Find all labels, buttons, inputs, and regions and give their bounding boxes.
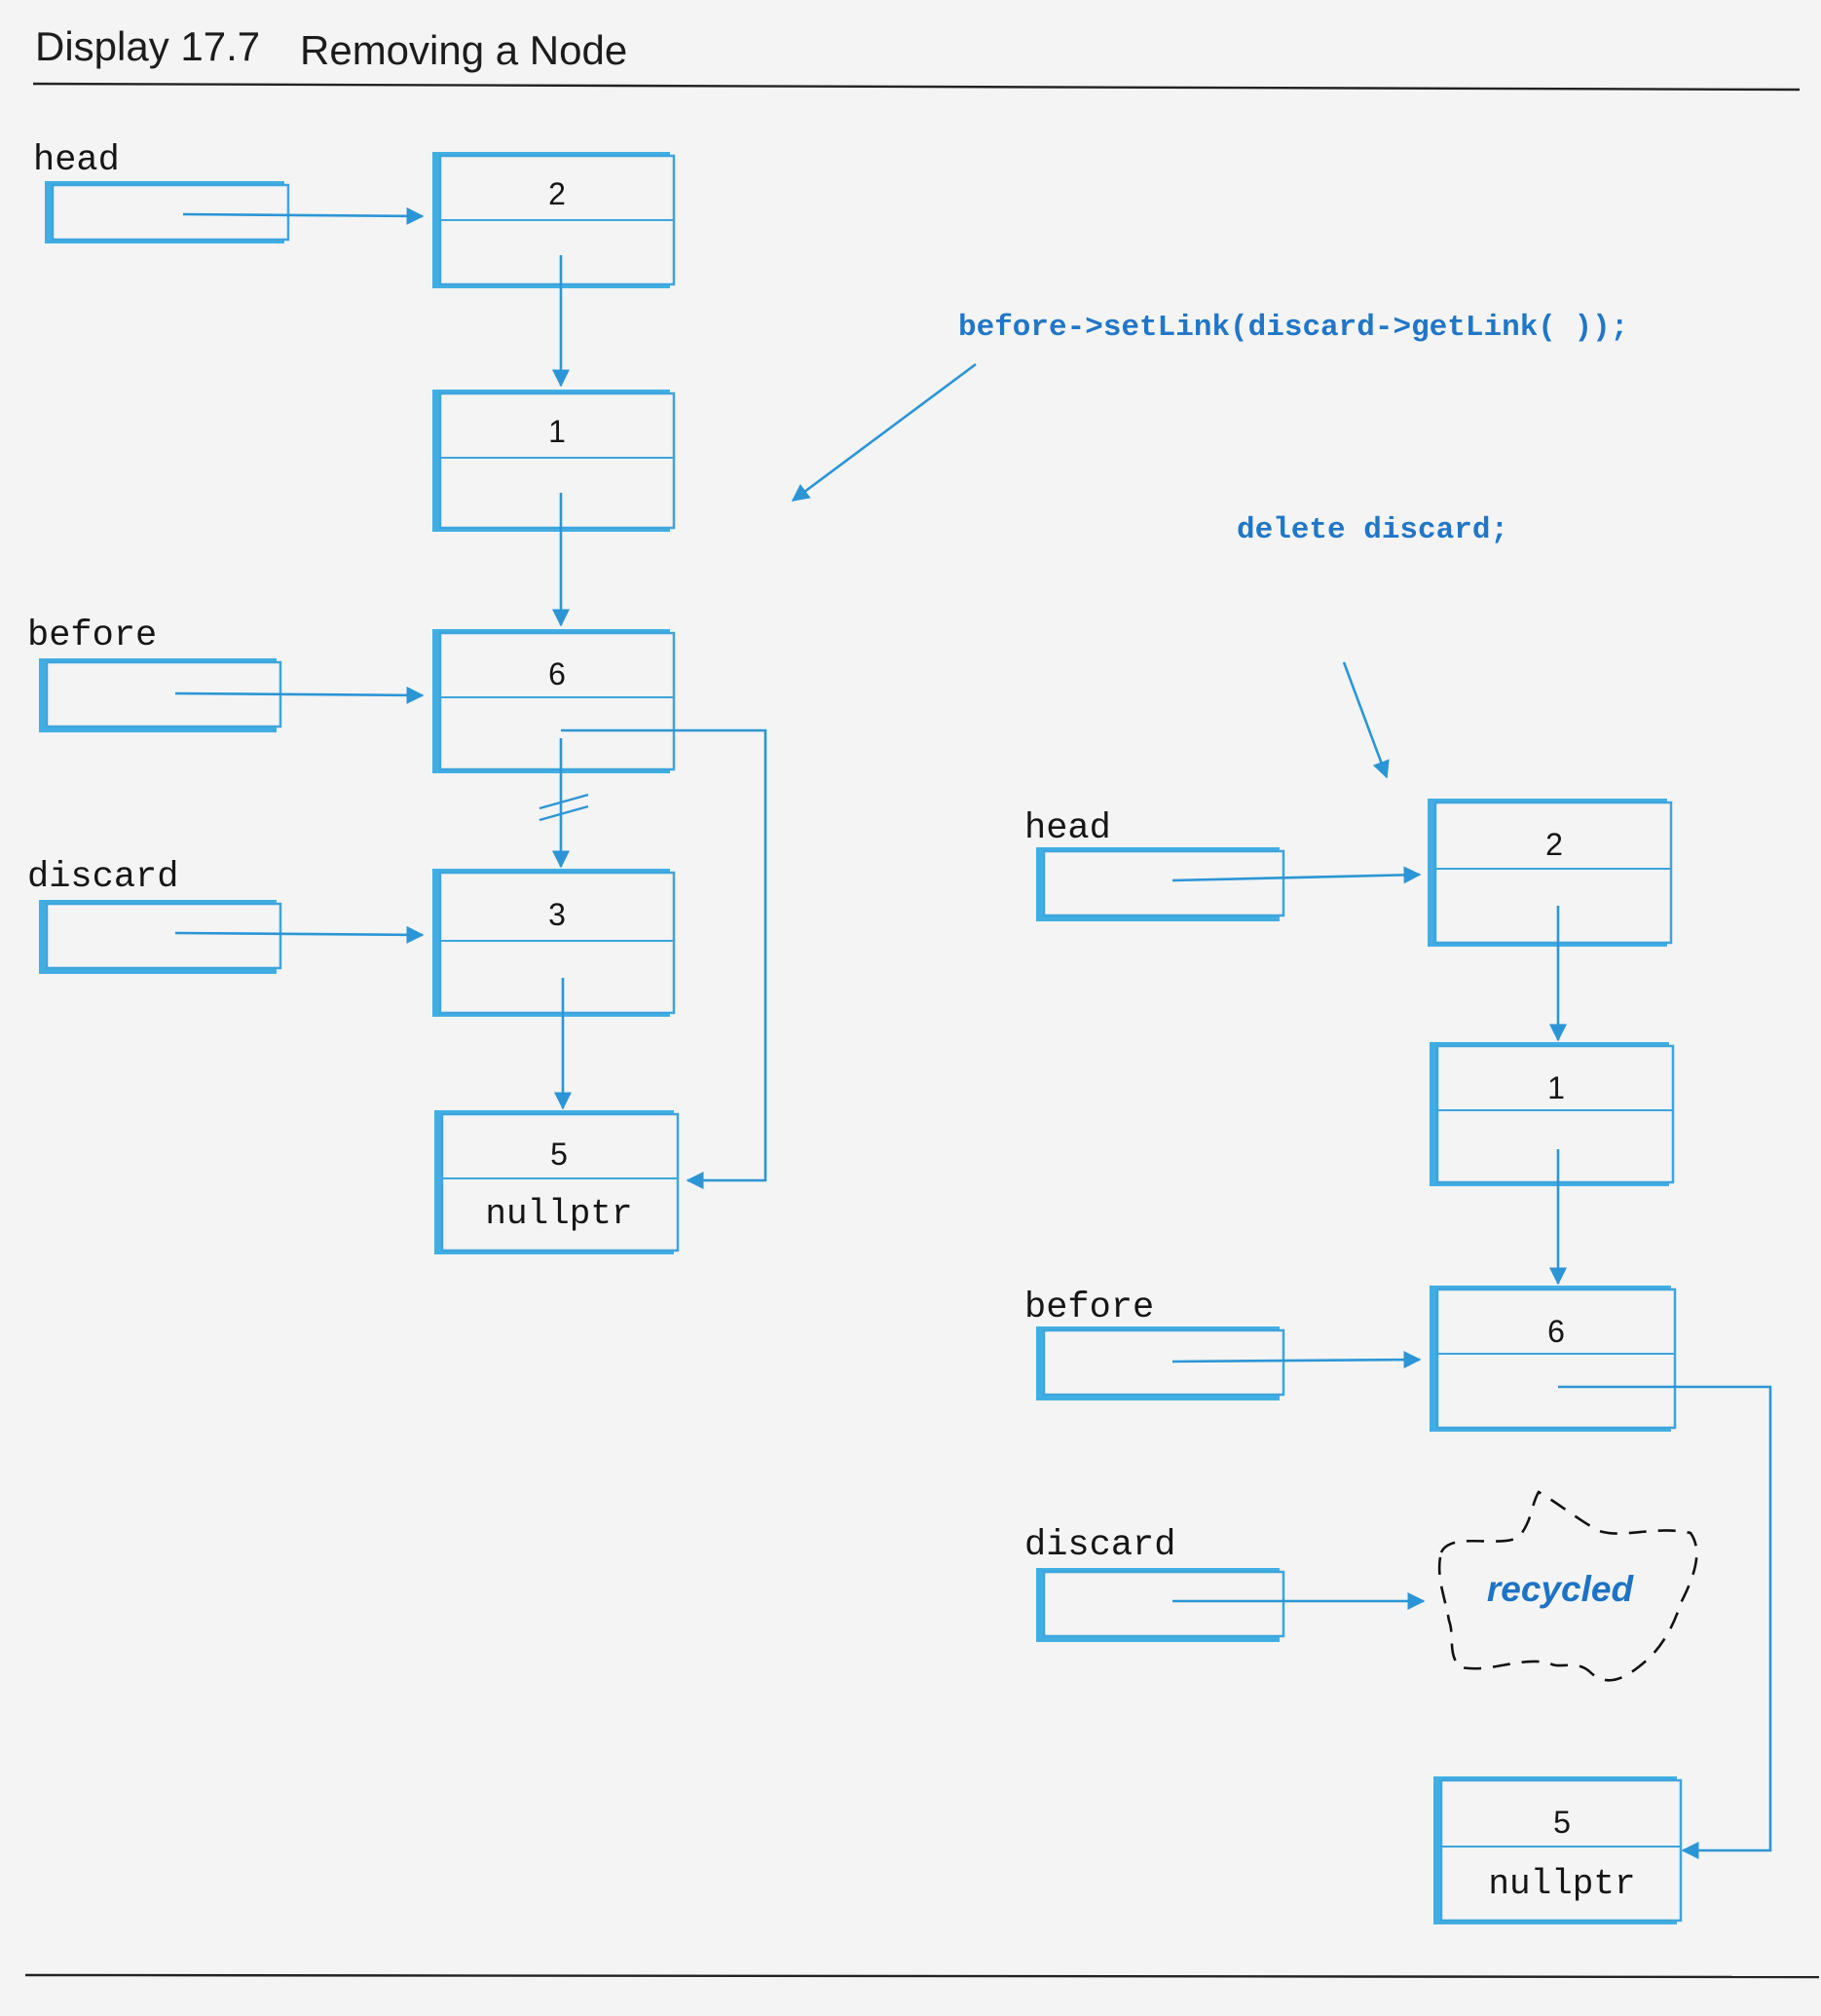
delete-statement: delete discard;	[1237, 513, 1508, 547]
head-pointer-box	[1036, 847, 1285, 921]
node-6: 6	[432, 629, 676, 773]
left-diagram: head 2 1 before	[27, 140, 767, 1254]
discard-label: discard	[1024, 1525, 1175, 1566]
recycled-label: recycled	[1487, 1569, 1635, 1609]
node-data: 1	[548, 414, 566, 449]
bypass-link-arrow	[1558, 1385, 1772, 1859]
before-pointer-box	[1036, 1326, 1285, 1400]
discard-label: discard	[27, 857, 178, 898]
node-data: 6	[1547, 1314, 1565, 1349]
title-rule	[32, 82, 1801, 92]
discard-arrow	[174, 925, 425, 944]
head-arrow	[1171, 866, 1422, 884]
discard-pointer-box	[1036, 1568, 1285, 1642]
discard-pointer-box	[39, 900, 282, 974]
before-label: before	[1024, 1288, 1154, 1328]
node-data: 1	[1547, 1070, 1565, 1105]
node-data: 2	[1545, 827, 1563, 862]
node-1: 1	[1430, 1042, 1675, 1186]
node-1: 1	[432, 390, 676, 532]
node-2: 2	[432, 152, 676, 288]
delete-pointer-arrow	[1342, 661, 1390, 779]
before-arrow	[174, 686, 425, 704]
node-data: 3	[548, 897, 566, 932]
before-label: before	[27, 616, 157, 656]
head-label: head	[1024, 808, 1111, 849]
head-arrow	[182, 206, 425, 225]
setlink-pointer-arrow	[791, 362, 977, 503]
bottom-rule	[24, 1973, 1820, 1979]
right-diagram: head 2 1 before	[1024, 799, 1772, 1924]
node-6: 6	[1430, 1286, 1677, 1432]
bypass-link-arrow	[561, 728, 767, 1189]
nullptr-text: nullptr	[485, 1194, 632, 1234]
nullptr-text: nullptr	[1488, 1864, 1635, 1904]
display-number: Display 17.7	[35, 23, 260, 69]
node-data: 6	[548, 656, 566, 691]
recycled-cloud: recycled	[1437, 1490, 1698, 1682]
break-mark	[539, 793, 589, 810]
node-5: 5 nullptr	[434, 1110, 680, 1254]
head-label: head	[33, 140, 120, 181]
head-pointer-box	[45, 181, 290, 243]
node-3: 3	[432, 869, 676, 1017]
node-data: 5	[1553, 1805, 1571, 1840]
break-mark	[539, 804, 589, 822]
node-data: 2	[548, 176, 566, 211]
before-arrow	[1171, 1351, 1422, 1369]
display-caption: Removing a Node	[300, 27, 627, 73]
node-5: 5 nullptr	[1433, 1776, 1683, 1924]
node-data: 5	[550, 1137, 568, 1172]
before-pointer-box	[39, 658, 282, 732]
setlink-statement: before->setLink(discard->getLink( ));	[958, 311, 1628, 345]
node-2: 2	[1428, 799, 1673, 947]
